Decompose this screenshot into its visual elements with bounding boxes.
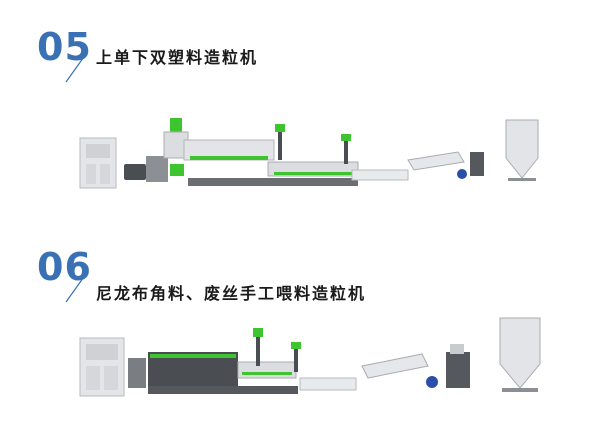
section-title: 尼龙布角料、废丝手工喂料造粒机: [96, 284, 367, 303]
section-title: 上单下双塑料造粒机: [96, 48, 259, 67]
granulator-machine-illustration: [79, 317, 541, 397]
section-05: 05 上单下双塑料造粒机: [37, 28, 539, 189]
granulator-machine-illustration: [79, 118, 539, 189]
slash-decoration: [65, 273, 87, 303]
section-06: 06 尼龙布角料、废丝手工喂料造粒机: [0, 212, 593, 424]
slash-decoration: [65, 53, 87, 83]
